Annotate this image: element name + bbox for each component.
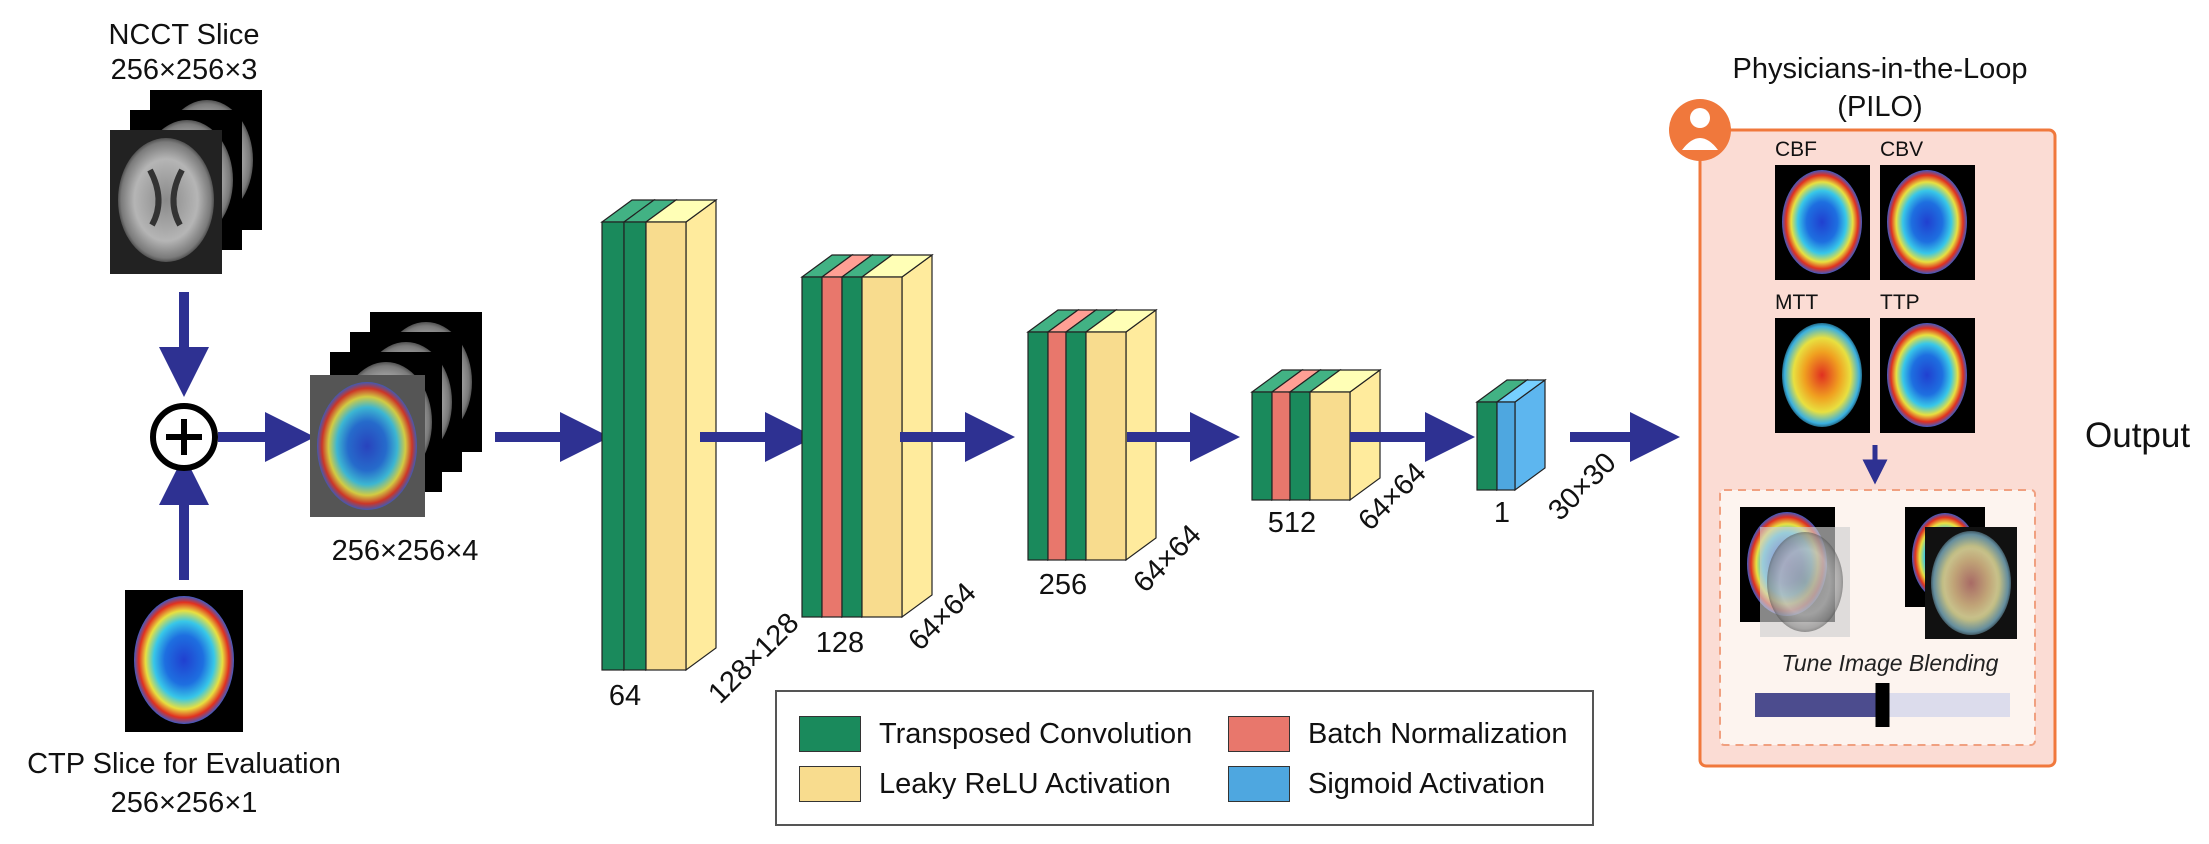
ctp-title: CTP Slice for Evaluation xyxy=(27,748,341,780)
layer-slab-conv xyxy=(1027,331,1049,561)
legend-item-batch-norm: Batch Normalization xyxy=(1228,716,1568,752)
ttp-map-image xyxy=(1880,318,1975,433)
layer-slab-leaky xyxy=(1309,391,1351,501)
legend-swatch-sigmoid xyxy=(1228,766,1290,802)
layer-slab-conv xyxy=(801,276,823,618)
legend-label: Leaky ReLU Activation xyxy=(879,767,1171,800)
pilo-title-line2: (PILO) xyxy=(1837,91,1923,123)
legend-item-transposed-conv: Transposed Convolution xyxy=(799,716,1192,752)
pilo-title-line1: Physicians-in-the-Loop xyxy=(1732,53,2028,85)
layer-slab-sigmoid xyxy=(1496,401,1516,491)
physician-icon xyxy=(1669,99,1731,161)
layer-channels-label: 256 xyxy=(1039,569,1087,601)
cbv-map-image xyxy=(1880,165,1975,280)
tune-blending-label: Tune Image Blending xyxy=(1781,650,1999,676)
layer-block-3 xyxy=(1026,308,1158,562)
layer-slab-batchnorm xyxy=(821,276,843,618)
map-label-mtt: MTT xyxy=(1775,291,1819,314)
layer-block-5 xyxy=(1475,378,1547,492)
output-label: Output xyxy=(2085,416,2191,455)
blend-preview-left xyxy=(1740,507,1850,637)
legend-swatch-conv xyxy=(799,716,861,752)
layer-slab-conv xyxy=(601,221,625,671)
concat-plus-icon xyxy=(150,403,218,471)
mtt-map-image xyxy=(1775,318,1870,433)
layer-slab-conv xyxy=(1251,391,1273,501)
layer-slab-conv xyxy=(623,221,647,671)
legend: Transposed Convolution Batch Normalizati… xyxy=(775,690,1594,826)
blend-preview-right xyxy=(1905,507,2017,639)
layer-slab-batchnorm xyxy=(1047,331,1067,561)
layer-slab-conv2 xyxy=(1065,331,1087,561)
blend-slider-thumb[interactable] xyxy=(1875,683,1890,727)
layer-size-label: 30×30 xyxy=(1542,447,1622,527)
map-label-cbv: CBV xyxy=(1880,138,1924,161)
layer-channels-label: 128 xyxy=(816,627,864,659)
concat-input-stack xyxy=(310,312,482,517)
ncct-slice-stack xyxy=(110,90,262,274)
legend-item-sigmoid: Sigmoid Activation xyxy=(1228,766,1545,802)
ncct-dims: 256×256×3 xyxy=(111,54,258,86)
layer-slab-batchnorm xyxy=(1271,391,1291,501)
legend-label: Sigmoid Activation xyxy=(1308,767,1545,800)
layer-block-1 xyxy=(600,198,718,672)
legend-swatch-leaky xyxy=(799,766,861,802)
ctp-slice-image xyxy=(125,590,243,732)
concat-dims: 256×256×4 xyxy=(332,535,479,567)
legend-label: Transposed Convolution xyxy=(879,717,1193,750)
legend-swatch-batchnorm xyxy=(1228,716,1290,752)
layer-slab-conv2 xyxy=(841,276,863,618)
legend-label: Batch Normalization xyxy=(1308,717,1568,750)
layer-slab-leaky xyxy=(1085,331,1127,561)
layer-slab-conv2 xyxy=(1289,391,1311,501)
map-label-ttp: TTP xyxy=(1880,291,1920,314)
layer-block-4 xyxy=(1250,368,1382,502)
pilo-title: Physicians-in-the-Loop (PILO) xyxy=(1690,50,2070,126)
cbf-map-image xyxy=(1775,165,1870,280)
blend-slider[interactable] xyxy=(1755,683,2010,727)
ctp-dims: 256×256×1 xyxy=(111,787,258,819)
map-label-cbf: CBF xyxy=(1775,138,1817,161)
layer-channels-label: 64 xyxy=(609,680,641,712)
legend-item-leaky-relu: Leaky ReLU Activation xyxy=(799,766,1171,802)
layer-slab-conv xyxy=(1476,401,1498,491)
layer-slab-leaky xyxy=(861,276,903,618)
layer-channels-label: 512 xyxy=(1268,507,1316,539)
layer-channels-label: 1 xyxy=(1494,497,1510,529)
layer-slab-leaky xyxy=(645,221,687,671)
ncct-title: NCCT Slice xyxy=(109,19,260,51)
